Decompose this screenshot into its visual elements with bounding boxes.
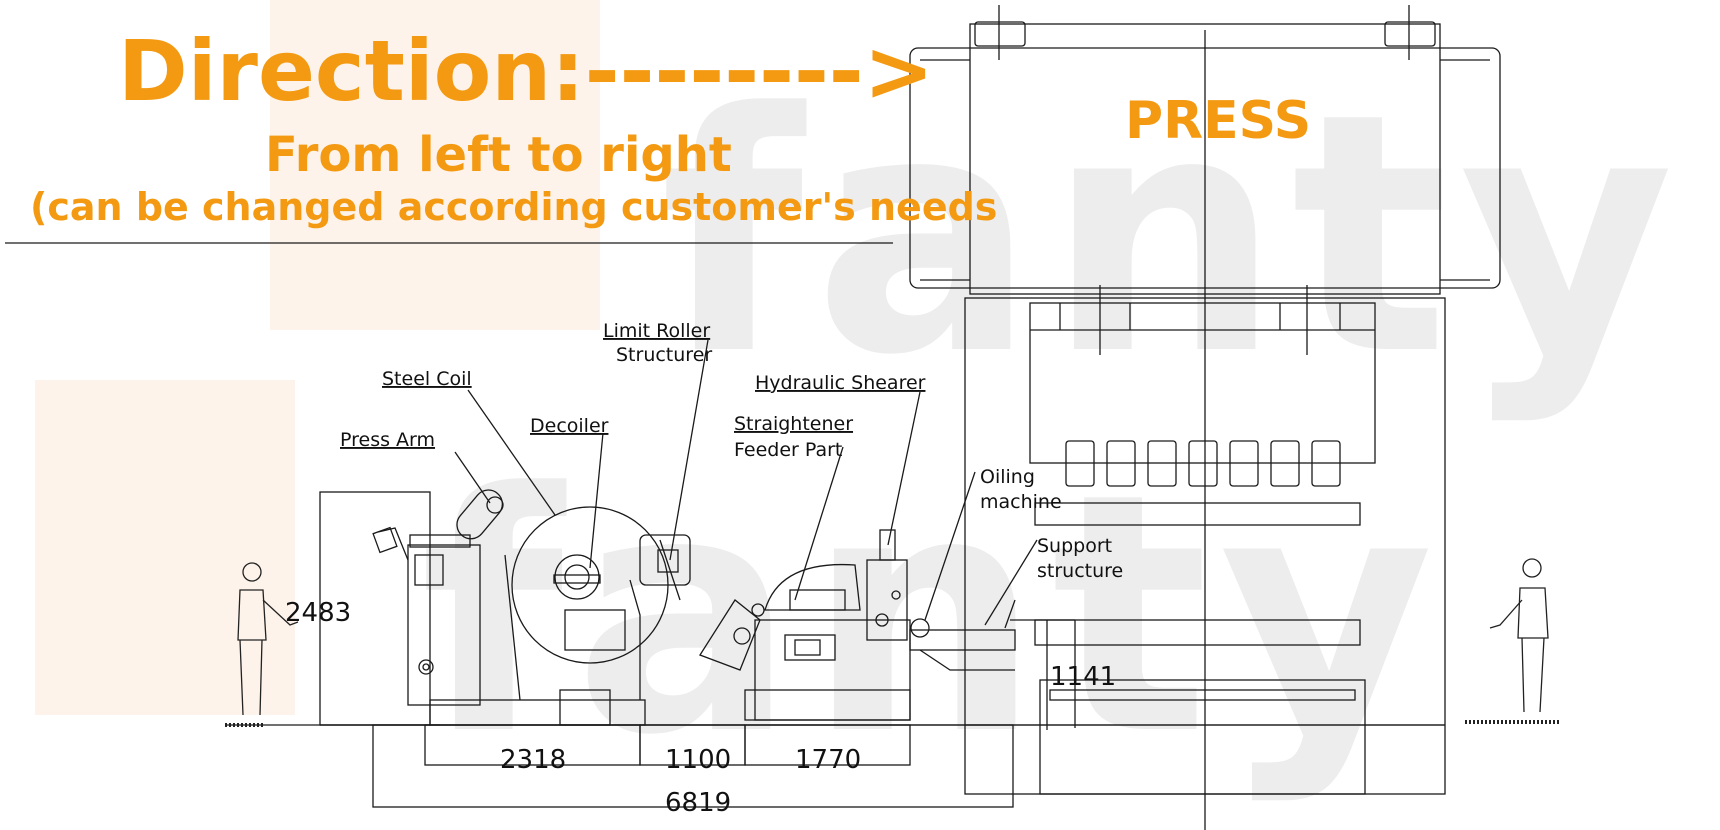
dim-2318: 2318 xyxy=(500,745,566,775)
label-steel-coil: Steel Coil xyxy=(382,368,472,390)
label-feeder-part: Feeder Part xyxy=(734,439,842,461)
watermark-text-top: fanty xyxy=(660,43,1685,427)
watermark-block-bottom xyxy=(35,380,295,715)
direction-note: (can be changed according customer's nee… xyxy=(30,185,998,229)
worker-left xyxy=(225,562,299,727)
decoiler-machine xyxy=(372,489,691,726)
label-decoiler: Decoiler xyxy=(530,415,609,437)
dim-total: 6819 xyxy=(665,788,731,818)
dim-1770: 1770 xyxy=(795,745,861,775)
label-limit-roller: Limit Roller xyxy=(603,320,710,342)
label-oiling-machine: machine xyxy=(980,491,1062,513)
dim-height: 2483 xyxy=(285,598,351,628)
press-frame xyxy=(909,5,1501,830)
press-label: PRESS xyxy=(1125,91,1311,151)
dim-1141: 1141 xyxy=(1050,662,1116,692)
press-die-windows xyxy=(1065,440,1341,487)
label-support: Support xyxy=(1037,535,1112,557)
label-straightener: Straightener xyxy=(734,413,853,435)
label-hydraulic-shearer: Hydraulic Shearer xyxy=(755,372,926,394)
straightener-feeder xyxy=(699,529,1016,721)
label-press-arm: Press Arm xyxy=(340,429,435,451)
worker-right xyxy=(1465,558,1560,724)
dimension-lines xyxy=(319,491,1076,808)
label-support-structure: structure xyxy=(1037,560,1123,582)
direction-subtitle: From left to right xyxy=(265,127,732,183)
leader-lines xyxy=(454,339,1038,626)
watermark-block-top xyxy=(270,0,600,330)
direction-heading: Direction:--------> xyxy=(118,22,935,120)
label-oiling: Oiling xyxy=(980,466,1035,488)
label-limit-roller-2: Structurer xyxy=(616,344,712,366)
dim-1100: 1100 xyxy=(665,745,731,775)
